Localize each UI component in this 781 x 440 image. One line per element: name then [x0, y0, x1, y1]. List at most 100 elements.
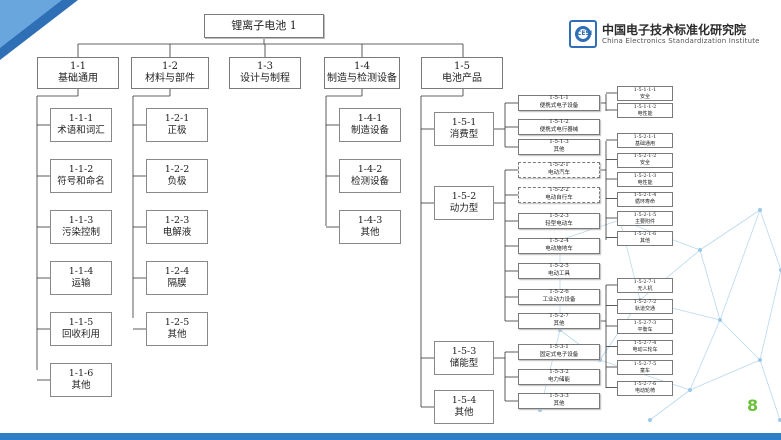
node-name: 负极 [167, 176, 187, 187]
node-code: 1-1-3 [68, 215, 94, 227]
node-name: 储能型 [449, 358, 479, 369]
node-code: 1-5-3-2 [549, 369, 569, 376]
node-name: 动力型 [449, 203, 479, 214]
node-name: 电动三轮车 [632, 347, 658, 353]
node-code: 1-5-4 [451, 395, 477, 407]
node-code: 1-5-2-1-4 [633, 192, 657, 198]
node-name: 电动轮椅 [634, 388, 655, 394]
node-name: 符号和命名 [57, 176, 105, 187]
node-code: 1-5-2-1 [549, 162, 569, 169]
node-name: 制造设备 [350, 125, 389, 136]
node-name: 其他 [553, 321, 565, 327]
node-code: 1-2-1 [164, 113, 190, 125]
node-code: 1-2-4 [164, 266, 190, 278]
node-code: 1-1-4 [68, 266, 94, 278]
node-name: 其他 [454, 407, 474, 418]
node-code: 1-5-2-6 [549, 289, 569, 296]
node-code: 1-5-1-1 [549, 95, 569, 102]
node-code: 1-5-2-7-2 [633, 299, 657, 305]
node-code: 1-2-5 [164, 317, 190, 329]
node-name: 童车 [639, 367, 650, 374]
node-code: 1-5-2-7-3 [633, 319, 657, 326]
node-name: 无人机 [637, 285, 653, 292]
node-code: 1-5-2-1-1 [633, 133, 657, 140]
node-code: 1-5-2-1-6 [633, 231, 657, 237]
node-code: 1-5-1-2 [549, 119, 569, 126]
node-code: 1-2-3 [164, 215, 190, 227]
node-name: 其他 [553, 147, 565, 153]
node-name: 消费型 [449, 129, 479, 140]
node-code: 1-5-2-7-6 [633, 381, 657, 387]
node-code: 1-5-1-3 [549, 139, 569, 146]
node-name: 其他 [71, 380, 91, 391]
root-label: 锂离子电池 1 [231, 19, 297, 33]
node-code: 1-5-2-1-3 [633, 172, 657, 179]
node-code: 1-5-2-5 [549, 263, 569, 270]
node-code: 1-5-2-7-5 [633, 360, 657, 367]
node-name: 轻型电动车 [545, 221, 573, 227]
node-name: 电动工具 [547, 271, 570, 277]
node-name: 电性能 [637, 179, 653, 186]
node-name: 电性能 [637, 110, 653, 117]
root-node: 锂离子电池 1 [204, 14, 324, 38]
node-name: 隔膜 [167, 278, 187, 289]
cesi-logo: CESI 中国电子技术标准化研究院 China Electronics Stan… [569, 20, 774, 50]
node-code: 1-4-1 [357, 113, 383, 125]
node-name: 便携式电子设备 [539, 103, 579, 109]
node-name: 回收利用 [61, 329, 100, 340]
node-code: 1-5-1-1-2 [633, 103, 657, 110]
node-name: 检测设备 [350, 176, 389, 187]
node-name: 正极 [167, 125, 187, 136]
node-name: 固定式电子设备 [539, 352, 579, 358]
node-code: 1-1 [69, 60, 87, 72]
node-code: 1-4-3 [357, 215, 383, 227]
node-name: 电力储能 [547, 377, 570, 383]
node-code: 1-1-5 [68, 317, 94, 329]
node-code: 1-5-3-1 [549, 344, 569, 351]
node-code: 1-5-3-3 [549, 393, 569, 400]
node-code: 1-4 [353, 60, 371, 72]
node-name: 其他 [360, 227, 380, 238]
cesi-logo-icon: CESI [569, 20, 597, 48]
logo-english-name: China Electronics Standardization Instit… [602, 37, 760, 45]
node-name: 平衡车 [637, 326, 653, 333]
node-name: 安全 [639, 93, 650, 100]
bottom-bar [0, 433, 781, 440]
node-code: 1-5 [453, 60, 471, 72]
node-code: 1-5-3 [451, 346, 477, 358]
node-code: 1-5-1-1-1 [633, 86, 657, 93]
node-code: 1-3 [256, 60, 274, 72]
